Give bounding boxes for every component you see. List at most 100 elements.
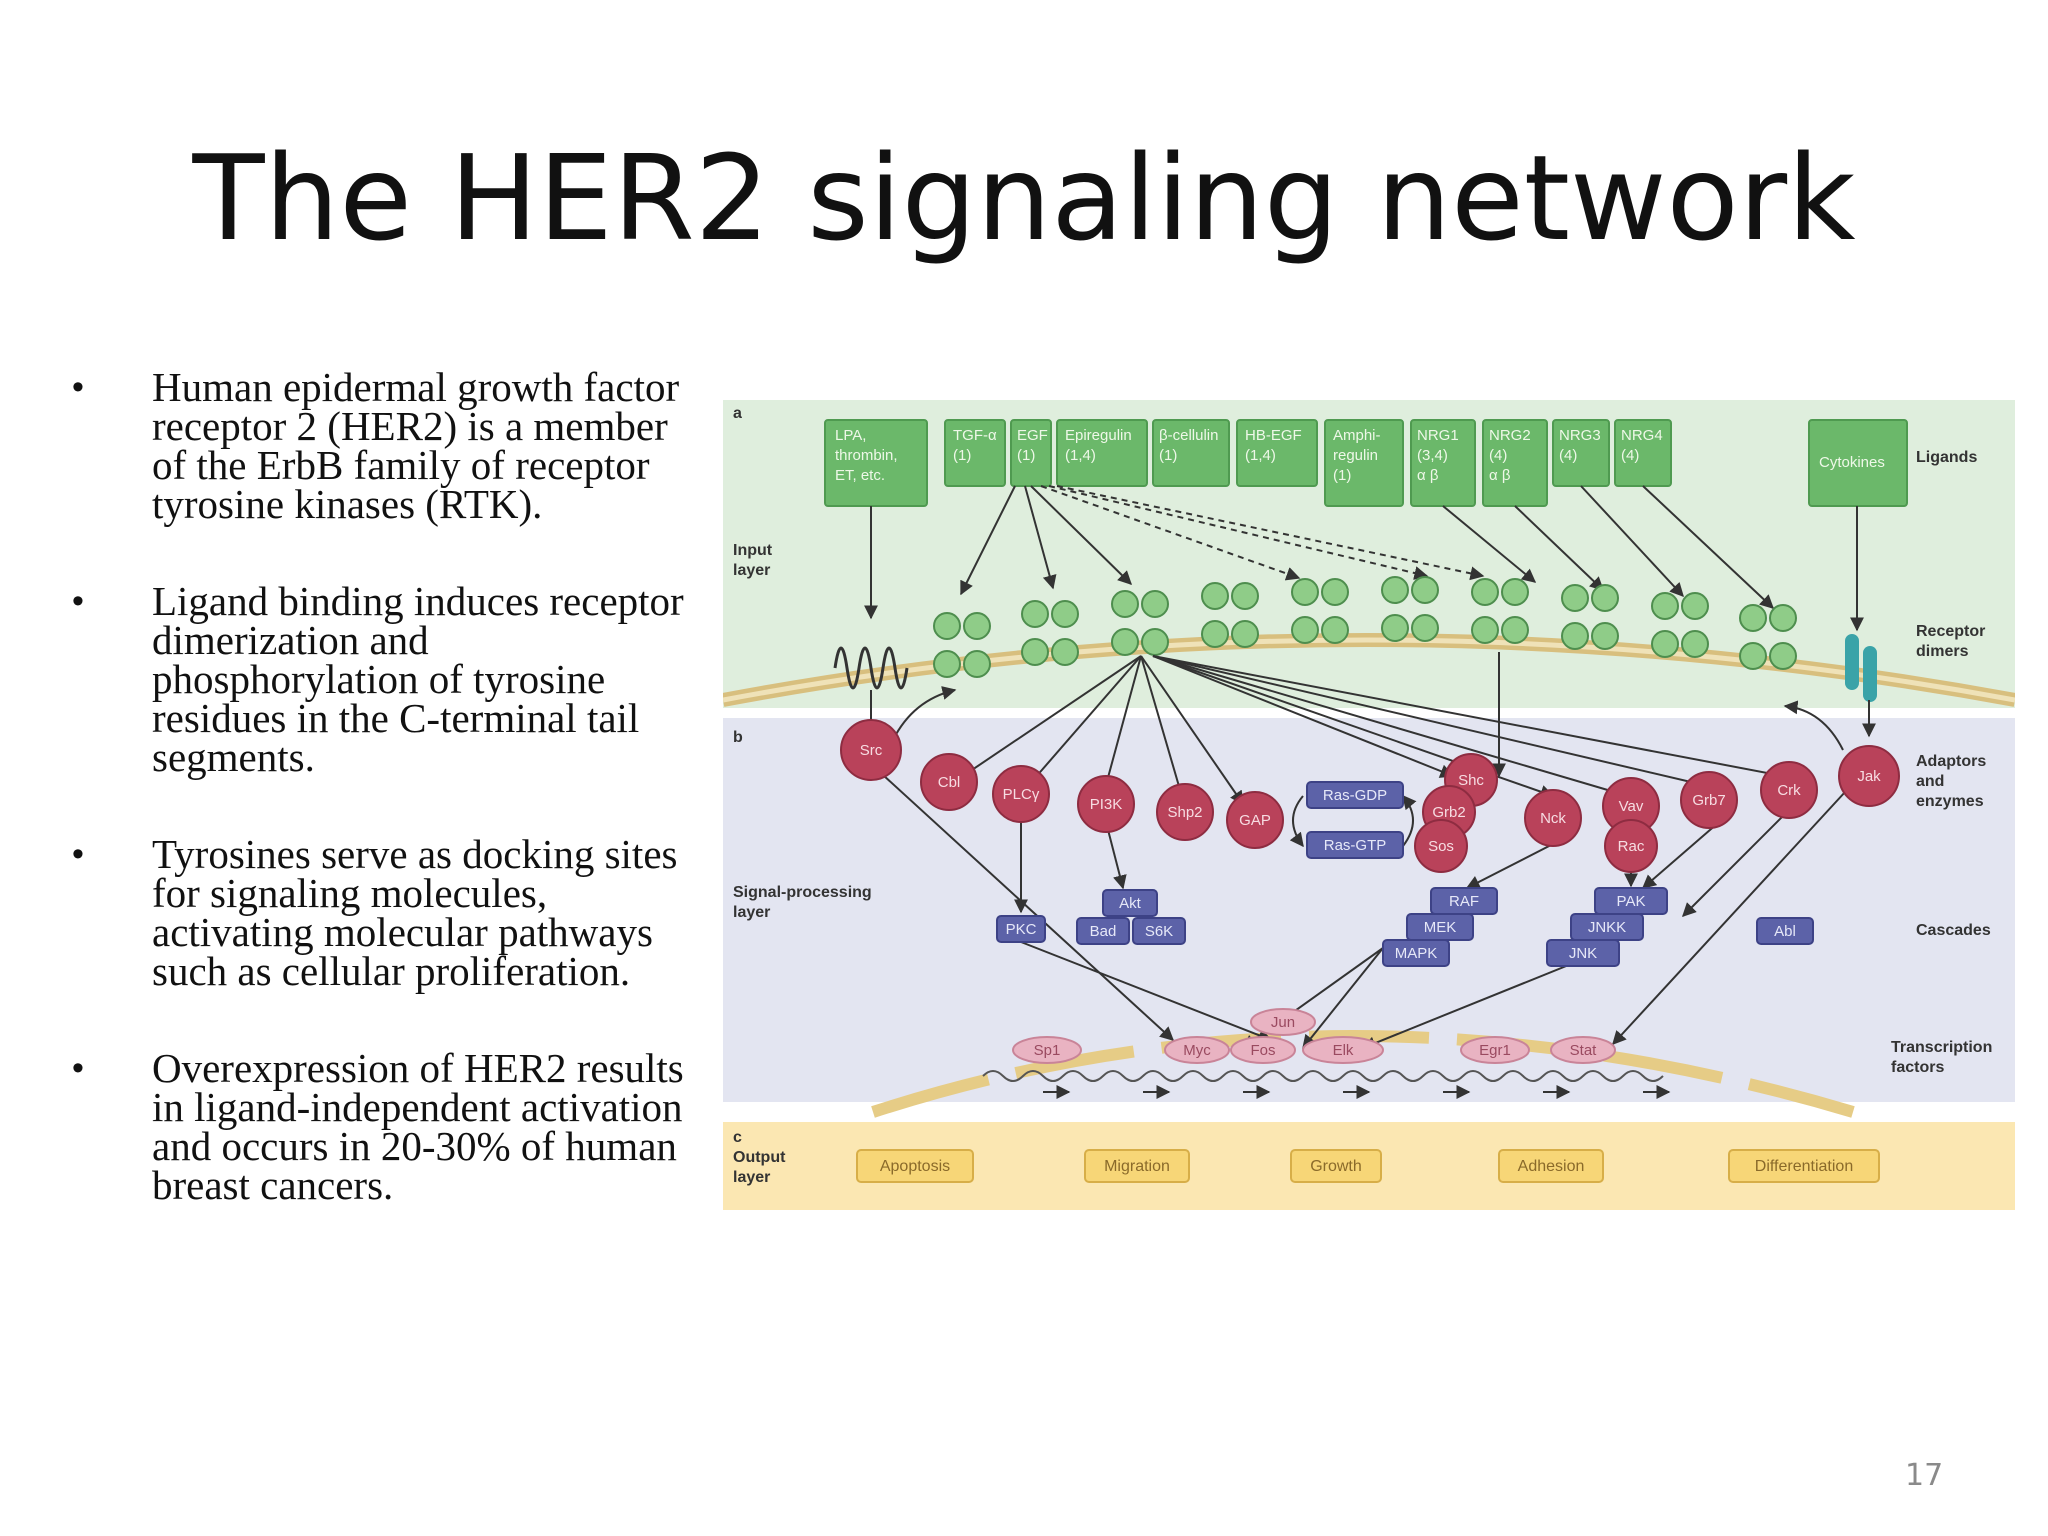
dna-strand [982, 1070, 1664, 1082]
adaptor-node: Sos [1414, 819, 1468, 873]
bullet-item: •Ligand binding induces receptor dimeriz… [70, 581, 700, 778]
adaptor-label: PI3K [1090, 796, 1123, 813]
gpcr-receptor-icon [833, 646, 909, 690]
signal-layer-label-line: layer [733, 904, 770, 921]
ligand-label: NRG4 [1621, 427, 1663, 444]
cascade-label: JNK [1569, 945, 1597, 962]
receptor-dimer-icon [1471, 578, 1529, 644]
ras-cycle-arrow [1289, 795, 1304, 848]
cascade-node: PKC [996, 915, 1046, 943]
ligand-box: HB-EGF(1,4) [1236, 419, 1318, 487]
tf-label: Jun [1271, 1014, 1295, 1031]
svg-text:TGF-α(1): TGF-α(1) [953, 427, 997, 464]
tf-label: Sp1 [1034, 1042, 1061, 1059]
bullet-icon: • [72, 835, 84, 873]
adaptor-label: Jak [1857, 768, 1881, 785]
ligand-label: Cytokines [1819, 454, 1885, 471]
adaptor-node: Crk [1760, 761, 1818, 819]
cascades-label: Cascades [1916, 922, 1991, 939]
ligands-label-line: Ligands [1916, 449, 1977, 466]
slide-title: The HER2 signaling network [192, 129, 1856, 267]
output-box: Migration [1084, 1149, 1190, 1183]
transcription-factor: Sp1 [1012, 1036, 1082, 1064]
cell-membrane-inner [723, 637, 2015, 703]
ligand-box: NRG3(4) [1552, 419, 1610, 487]
ligand-label: LPA, [835, 427, 866, 444]
ligand-label: α β [1489, 467, 1511, 484]
adaptor-label: Vav [1619, 798, 1644, 815]
cascade-node: Ras-GTP [1306, 831, 1404, 859]
receptor-dimers-label: Receptor dimers [1916, 623, 1990, 660]
cascade-label: Bad [1090, 923, 1117, 940]
cascade-node: Ras-GDP [1306, 781, 1404, 809]
svg-text:Cytokines: Cytokines [1819, 454, 1885, 471]
receptor-dimer-icon [1739, 604, 1797, 670]
page-number: 17 [1905, 1458, 1944, 1493]
receptor-dimer-icon [1561, 584, 1619, 650]
cascade-label: RAF [1449, 893, 1479, 910]
svg-text:β-cellulin(1): β-cellulin (1) [1159, 427, 1218, 464]
receptor-dimers-label-line: Receptor [1916, 623, 1985, 640]
bullet-list: •Human epidermal growth factor receptor … [70, 367, 700, 1263]
ligand-box: TGF-α(1) [944, 419, 1006, 487]
adaptor-node: Src [840, 719, 902, 781]
ligand-box: NRG4(4) [1614, 419, 1672, 487]
adaptor-label: Rac [1618, 838, 1645, 855]
output-layer-label: Output layer [733, 1149, 790, 1186]
ligand-label: (1) [1159, 447, 1177, 464]
receptor-dimer-icon [1291, 578, 1349, 644]
svg-text:HB-EGF(1,4): HB-EGF(1,4) [1245, 427, 1302, 464]
output-label: Migration [1104, 1158, 1170, 1175]
transcription-factor: Fos [1230, 1036, 1296, 1064]
ligand-label: (4) [1559, 447, 1577, 464]
output-label: Adhesion [1518, 1158, 1585, 1175]
adaptor-label: Sos [1428, 838, 1454, 855]
panel-letter-a: a [733, 405, 742, 422]
ligand-label: (3,4) [1417, 447, 1448, 464]
ligand-box: β-cellulin (1) [1152, 419, 1230, 487]
receptor-dimer-icon [1021, 600, 1079, 666]
receptor-dimer-icon [1201, 582, 1259, 648]
adaptor-label: Crk [1777, 782, 1801, 799]
transcription-label: Transcription factors [1891, 1039, 1997, 1076]
svg-text:Epiregulin(1,4): Epiregulin(1,4) [1065, 427, 1132, 464]
ligand-label: TGF-α [953, 427, 997, 444]
adaptor-label: Nck [1540, 810, 1566, 827]
tf-label: Elk [1333, 1042, 1354, 1059]
cascade-node: S6K [1132, 917, 1186, 945]
adaptor-label: GAP [1239, 812, 1271, 829]
ligand-box: LPA,thrombin,ET, etc. [824, 419, 928, 507]
cascade-node: JNK [1546, 939, 1620, 967]
bullet-text: Overexpression of HER2 results in ligand… [152, 1045, 684, 1208]
ligand-label: β-cellulin [1159, 427, 1218, 444]
adaptor-node: Nck [1524, 789, 1582, 847]
tf-label: Myc [1183, 1042, 1211, 1059]
tf-label: Stat [1570, 1042, 1598, 1059]
cascade-node: Bad [1076, 917, 1130, 945]
adaptors-label-line: and [1916, 773, 1944, 790]
cytokine-receptor-icon [1845, 634, 1877, 702]
svg-text:NRG3(4): NRG3(4) [1559, 427, 1601, 464]
ligand-label: (1,4) [1245, 447, 1276, 464]
output-label: Differentiation [1755, 1158, 1853, 1175]
cascade-label: Abl [1774, 923, 1796, 940]
cascade-label: MEK [1424, 919, 1457, 936]
adaptor-label: Src [860, 742, 883, 759]
bullet-item: •Overexpression of HER2 results in ligan… [70, 1048, 700, 1206]
ligand-label: Epiregulin [1065, 427, 1132, 444]
cascade-node: PAK [1594, 887, 1668, 915]
cascade-node: MEK [1406, 913, 1474, 941]
receptor-dimer-icon [1381, 576, 1439, 642]
bullet-icon: • [72, 582, 84, 620]
her2-network-diagram: a b c Input layer Signal-processing laye… [723, 400, 2015, 1210]
ligands-label: Ligands [1916, 449, 1977, 466]
cascade-label: PAK [1617, 893, 1646, 910]
cascade-node: MAPK [1382, 939, 1450, 967]
svg-text:EGF(1): EGF(1) [1017, 427, 1048, 464]
adaptor-node: PI3K [1077, 775, 1135, 833]
ligand-label: thrombin, [835, 447, 898, 464]
adaptor-node: Jak [1838, 745, 1900, 807]
input-layer-label-line: Input [733, 542, 773, 559]
adaptor-node: Shp2 [1156, 783, 1214, 841]
